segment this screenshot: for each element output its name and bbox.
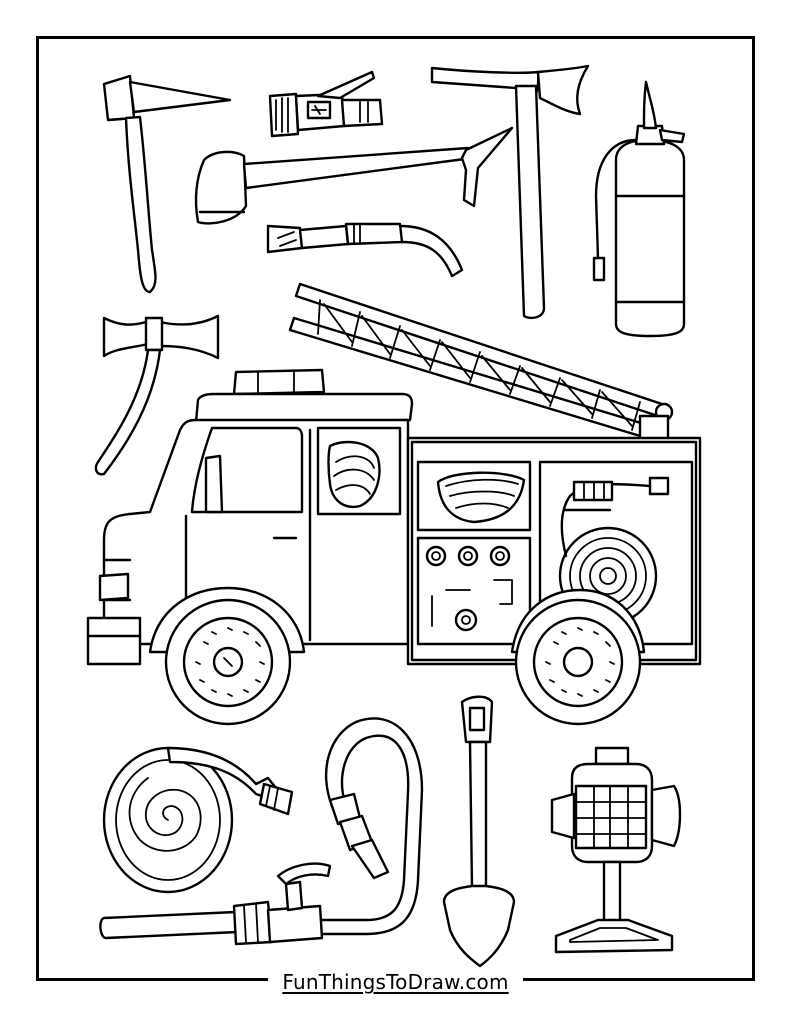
small-axe-icon <box>94 314 220 476</box>
hammer-axe-icon <box>102 74 232 294</box>
work-light-icon <box>550 746 682 954</box>
hose-nozzle-icon <box>266 222 464 278</box>
footer: FunThingsToDraw.com <box>0 962 791 1002</box>
coiled-hose-icon <box>102 746 294 894</box>
site-credit: FunThingsToDraw.com <box>268 970 523 994</box>
pry-bar-axe-icon <box>194 126 514 225</box>
fire-truck-icon <box>86 282 702 726</box>
hose-with-nozzle-icon <box>99 717 424 946</box>
flashlight-icon <box>268 70 384 138</box>
tall-axe-icon <box>430 64 590 320</box>
shovel-icon <box>442 695 516 968</box>
fire-extinguisher-icon <box>592 80 686 338</box>
